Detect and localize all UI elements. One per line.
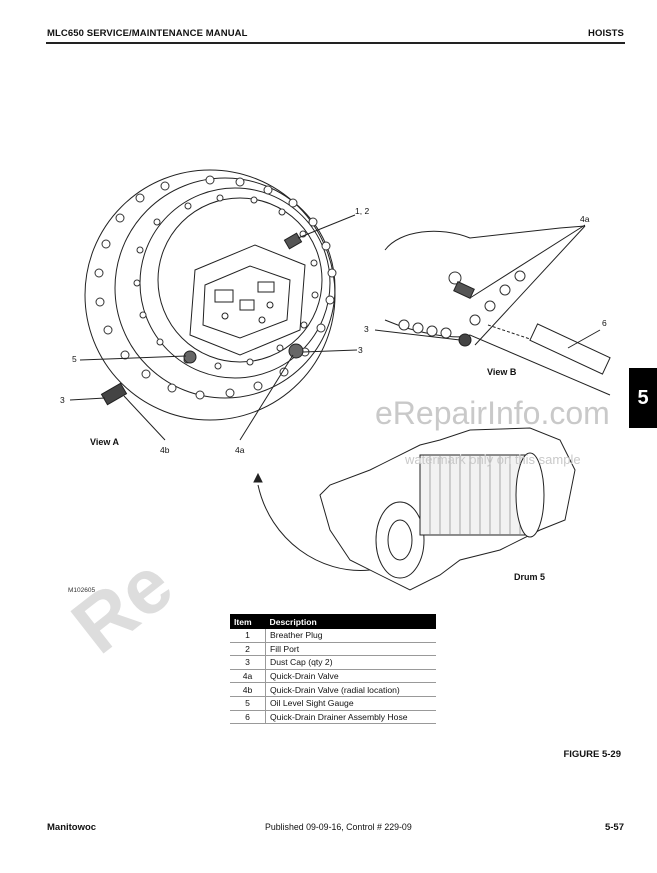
footer-brand: Manitowoc (47, 822, 97, 833)
table-header-description: Description (265, 614, 436, 629)
row-desc: Fill Port (265, 642, 436, 657)
view-b-bolts (398, 270, 526, 339)
row-desc: Quick-Drain Valve (radial location) (265, 682, 436, 697)
view-b-quick-drain (453, 281, 475, 299)
row-desc: Quick-Drain Drainer Assembly Hose (265, 710, 436, 725)
sight-gauge (183, 350, 197, 364)
illustration-code: M102605 (68, 587, 96, 594)
drainer-hose (487, 323, 611, 375)
drum-5 (319, 427, 576, 591)
callout-3-mid: 3 (358, 345, 363, 355)
view-b-housing (384, 225, 586, 251)
flange-rim (114, 177, 336, 399)
header-rule (46, 42, 625, 44)
drum-label: Drum 5 (514, 572, 546, 582)
callout-3-left: 3 (60, 395, 65, 405)
row-item: 3 (230, 655, 266, 670)
row-item: 2 (230, 642, 266, 657)
callout-4a-left: 4a (235, 445, 245, 455)
row-item: 5 (230, 696, 266, 711)
footer-publication: Published 09-09-16, Control # 229-09 (265, 822, 412, 832)
quick-drain-radial (100, 382, 128, 406)
view-a-label: View A (90, 437, 120, 447)
row-item: 1 (230, 629, 266, 643)
row-desc: Oil Level Sight Gauge (265, 696, 436, 711)
view-b-label: View B (487, 367, 517, 377)
section-tab: 5 (629, 368, 657, 428)
view-arrow (257, 484, 371, 571)
callout-1-2: 1, 2 (355, 206, 370, 216)
row-desc: Breather Plug (265, 629, 436, 643)
callout-4b: 4b (160, 445, 170, 455)
row-item: 4a (230, 669, 266, 684)
row-item: 6 (230, 710, 266, 725)
header-manual-title: MLC650 SERVICE/MAINTENANCE MANUAL (47, 28, 248, 39)
view-b-dust-cap (458, 333, 472, 347)
callout-6: 6 (602, 318, 607, 328)
callout-4a-right: 4a (580, 214, 590, 224)
footer-page-number: 5-57 (604, 822, 624, 833)
callout-3-right: 3 (364, 324, 369, 334)
dust-cap-mid (288, 343, 304, 359)
callout-5: 5 (72, 354, 77, 364)
header-section: HOISTS (588, 28, 624, 39)
row-desc: Dust Cap (qty 2) (265, 655, 436, 670)
row-desc: Quick-Drain Valve (265, 669, 436, 684)
row-item: 4b (230, 682, 266, 697)
breather-plug (283, 232, 303, 250)
figure-caption: FIGURE 5-29 (563, 749, 621, 760)
table-header-item: Item (230, 614, 266, 629)
